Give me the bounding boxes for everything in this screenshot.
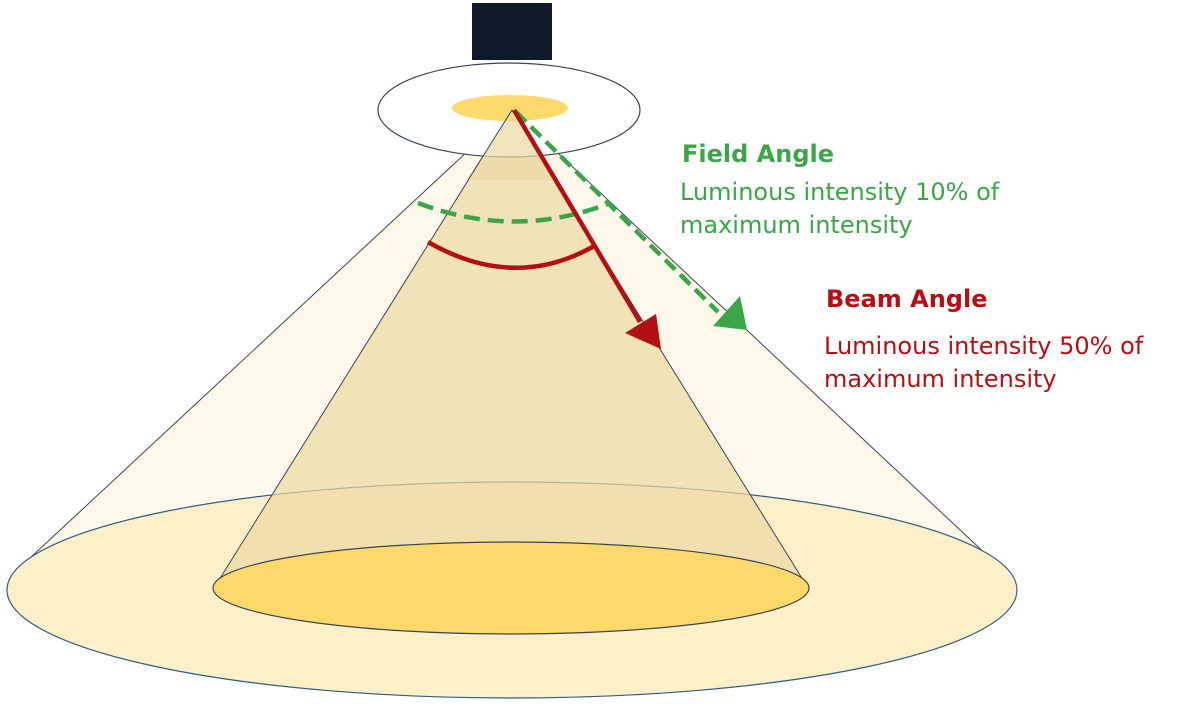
beam-angle-desc-line-1: Luminous intensity 50% of: [824, 332, 1144, 360]
field-angle-description: Luminous intensity 10% of maximum intens…: [680, 176, 999, 242]
beam-angle-arrowhead: [625, 314, 661, 349]
field-angle-arrowhead: [713, 296, 747, 330]
field-angle-arrow: [514, 110, 720, 314]
field-angle-arc: [417, 200, 611, 224]
beam-angle-arc: [426, 240, 598, 270]
beam-spot: [212, 541, 810, 635]
beam-angle-desc-line-2: maximum intensity: [824, 365, 1057, 393]
field-angle-desc-line-1: Luminous intensity 10% of: [680, 178, 1000, 206]
fixture-body: [472, 3, 552, 60]
field-angle-title: Field Angle: [682, 140, 835, 168]
beam-angle-description: Luminous intensity 50% of maximum intens…: [824, 330, 1143, 396]
beam-angle-title: Beam Angle: [826, 285, 988, 313]
fixture-lens: [452, 95, 568, 121]
beam-angle-arrow: [512, 108, 642, 324]
field-angle-desc-line-2: maximum intensity: [680, 211, 913, 239]
beam-cone-top: [468, 110, 556, 180]
